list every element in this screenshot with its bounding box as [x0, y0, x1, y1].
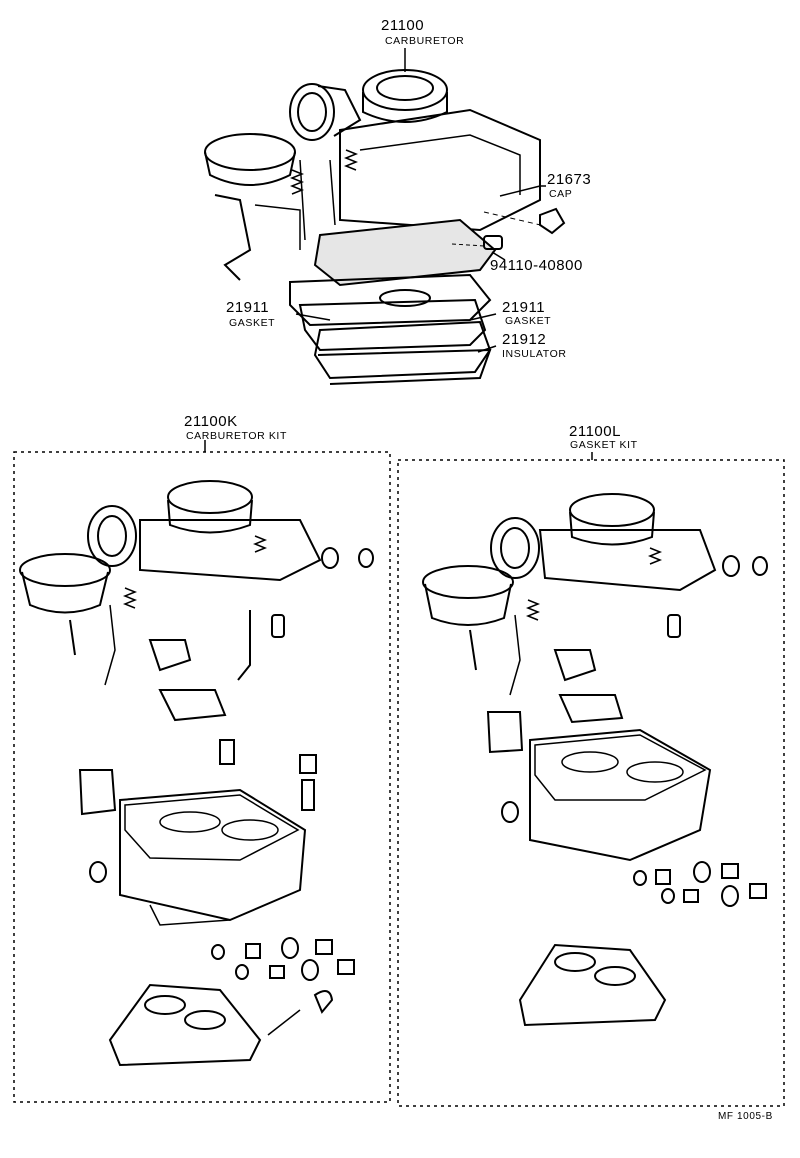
gasket-kit-exploded-view: [397, 452, 785, 1107]
carburetor-part-number: 21100: [381, 17, 425, 34]
insulator-part-number: 21912: [502, 331, 547, 348]
gasket-right-part-number: 21911: [502, 299, 546, 316]
cap-part-name: CAP: [549, 188, 573, 200]
gasket-kit-name: GASKET KIT: [570, 439, 638, 451]
carburetor-part-name: CARBURETOR: [385, 35, 465, 47]
carburetor-kit-exploded-view: [13, 440, 391, 1103]
carburetor-assembly: [204, 48, 566, 385]
insulator-part-name: INSULATOR: [502, 348, 567, 360]
gasket-left-part-number: 21911: [226, 299, 270, 316]
carburetor-kit-number: 21100K: [184, 413, 238, 430]
carburetor-kit-name: CARBURETOR KIT: [186, 430, 287, 442]
figure-code: MF 1005-B: [718, 1111, 773, 1122]
gasket-left-part-name: GASKET: [229, 317, 276, 329]
bolt-part-number: 94110-40800: [490, 257, 583, 274]
gasket-kit-number: 21100L: [569, 423, 621, 440]
gasket-right-part-name: GASKET: [505, 315, 552, 327]
cap-part-number: 21673: [547, 171, 592, 188]
